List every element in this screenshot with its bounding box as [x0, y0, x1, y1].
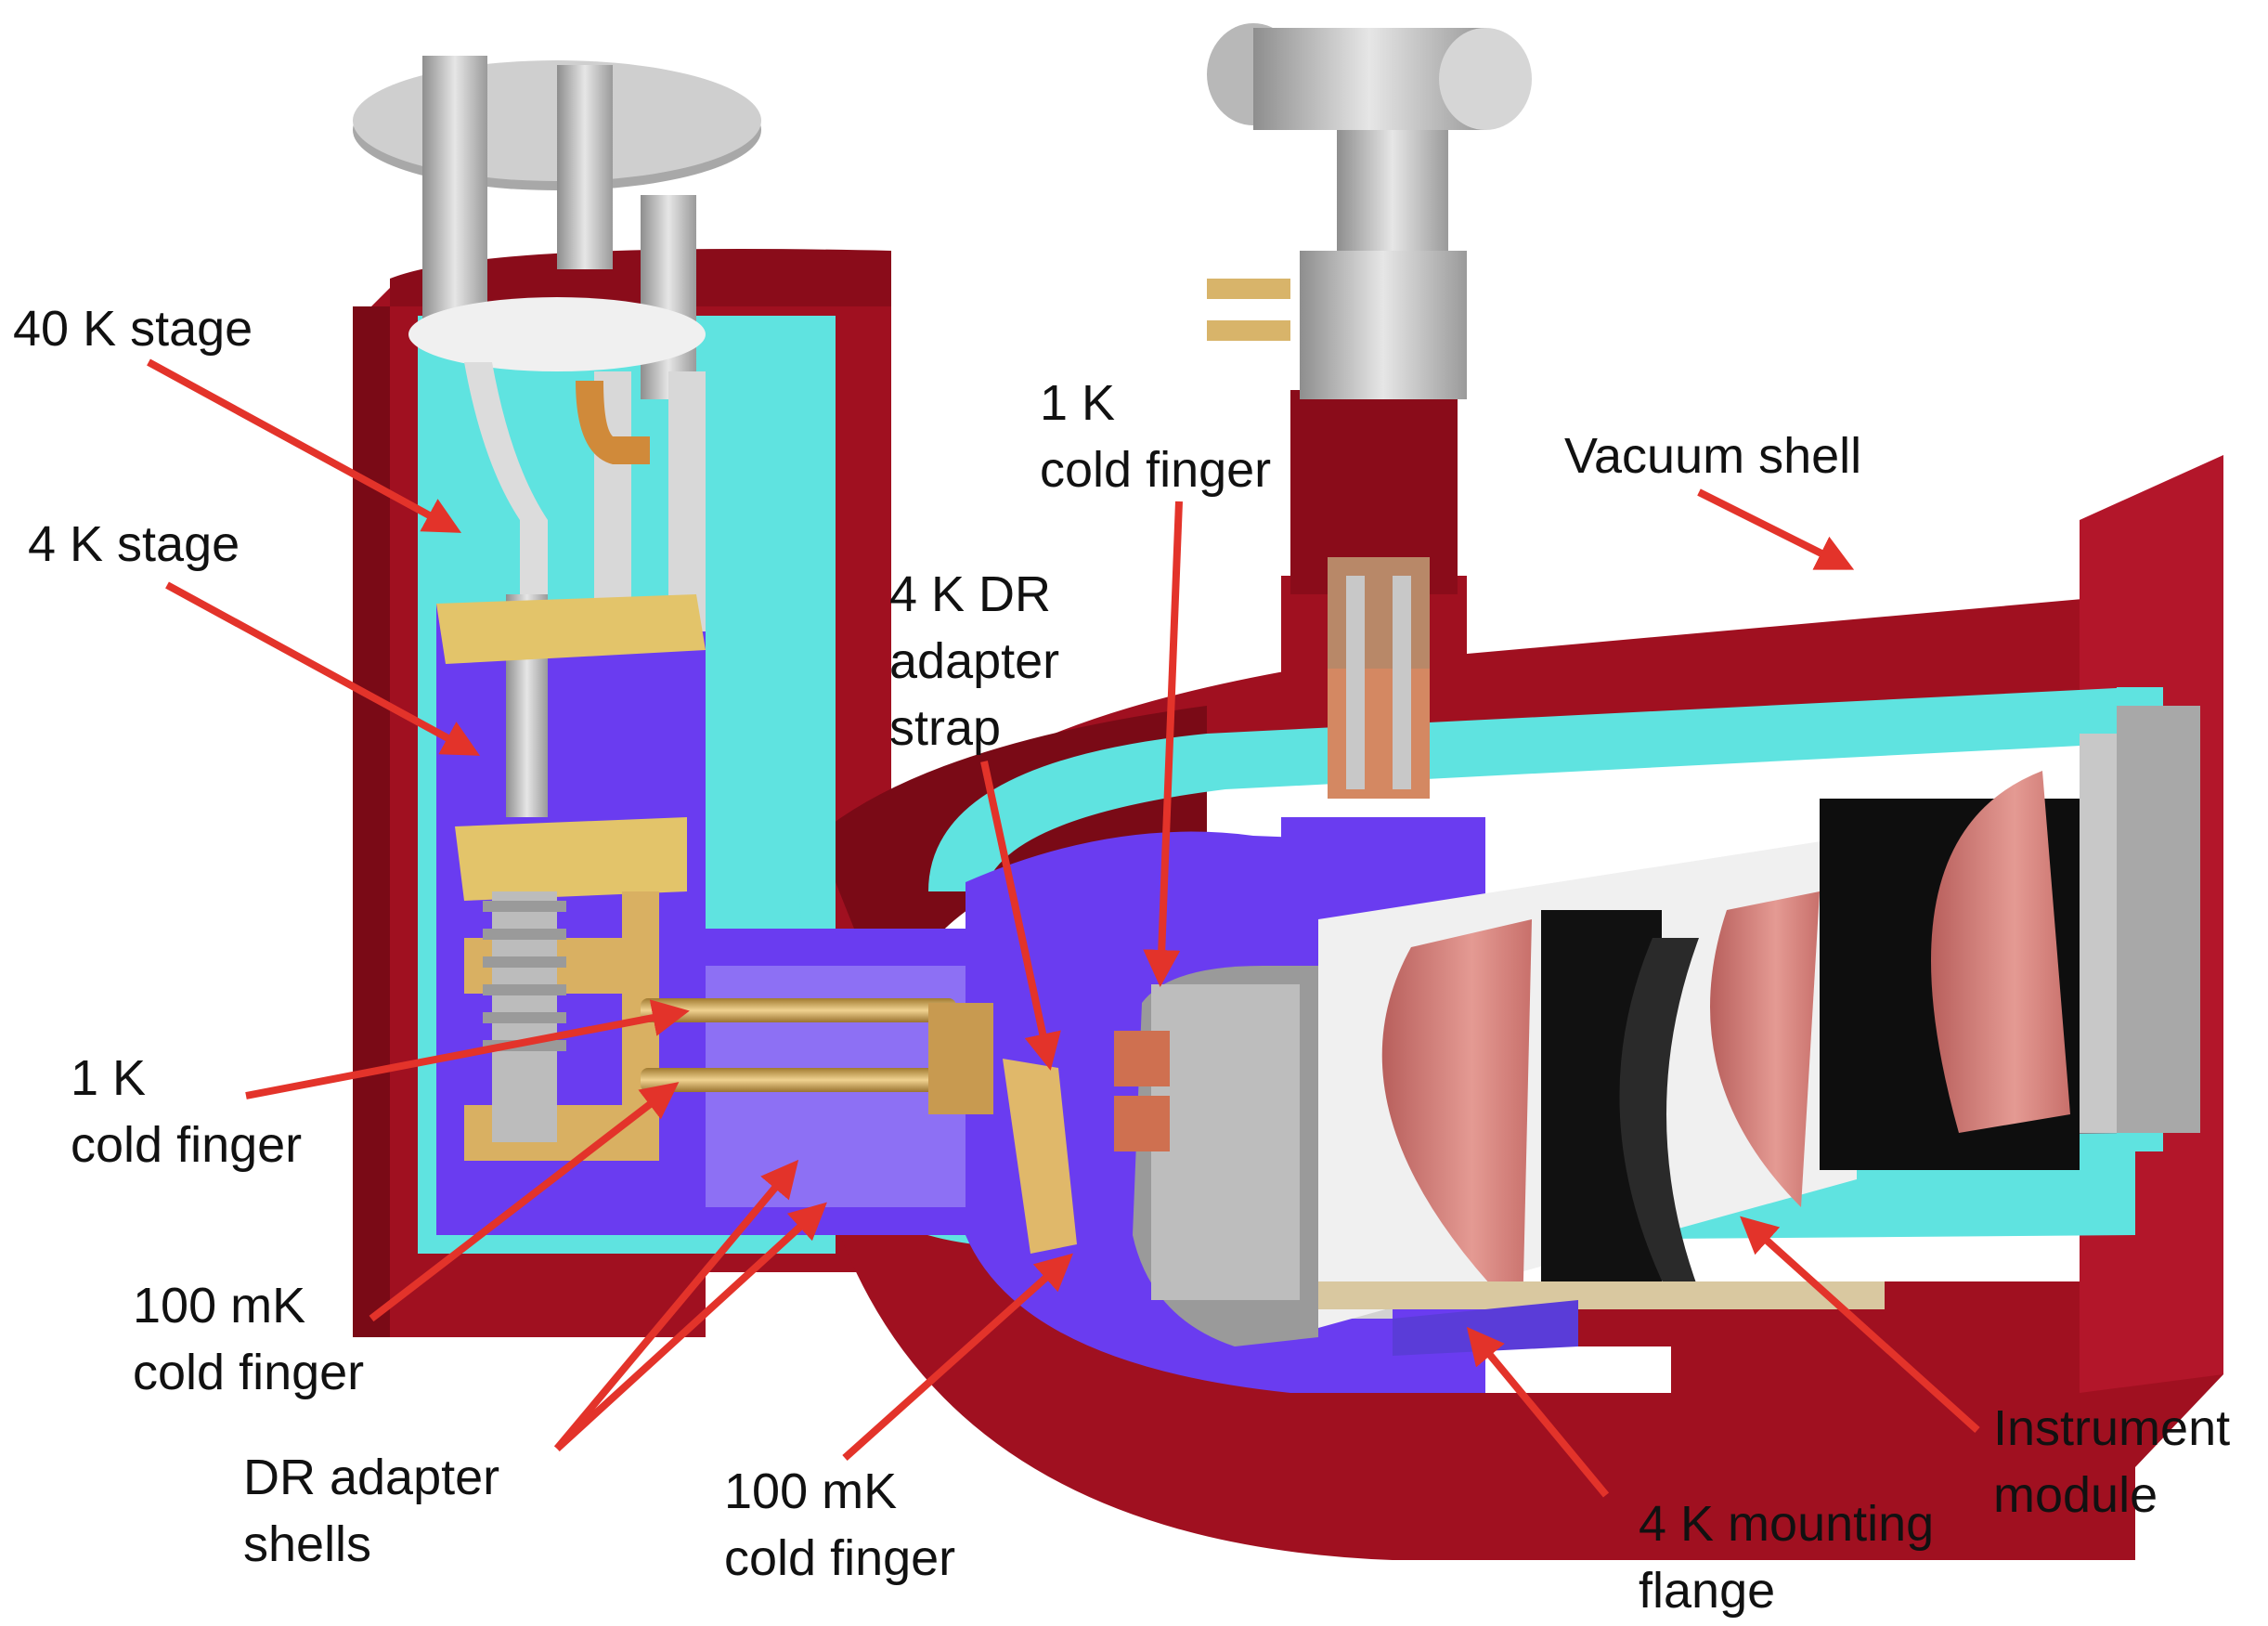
- arrow-vacuum-shell: [1697, 488, 1855, 570]
- arrow-1k-finger-left: [245, 999, 690, 1099]
- label-flange-line-2: flange: [1639, 1563, 1776, 1619]
- label-100mk-cold-finger-bottom: 100 mK cold finger: [724, 1458, 955, 1592]
- label-1k-top-line-2: cold finger: [1040, 442, 1272, 498]
- label-strap-line-2: adapter: [889, 633, 1060, 689]
- label-vacuum-shell: Vacuum shell: [1564, 423, 1861, 489]
- label-4k-stage: 4 K stage: [28, 511, 240, 578]
- label-strap-line-1: 4 K DR: [889, 566, 1052, 622]
- label-100mk-cold-finger-left: 100 mK cold finger: [133, 1272, 364, 1406]
- label-1k-line-1: 1 K: [71, 1050, 147, 1106]
- arrow-1k-finger-top: [1143, 501, 1183, 987]
- cold-finger-rods: [641, 998, 1077, 1254]
- arrow-instrument-module: [1740, 1216, 1980, 1433]
- label-dr-shells-line-1: DR adapter: [243, 1450, 500, 1505]
- cryocooler-head: [1207, 23, 1532, 799]
- label-strap-line-3: strap: [889, 700, 1002, 756]
- arrow-4k-stage: [165, 581, 481, 756]
- arrow-100mk-finger-left: [369, 1082, 680, 1322]
- label-4k-stage-text: 4 K stage: [28, 516, 240, 572]
- label-1k-line-2: cold finger: [71, 1117, 303, 1173]
- label-1k-top-line-1: 1 K: [1040, 375, 1116, 431]
- label-100mk-left-line-1: 100 mK: [133, 1278, 306, 1333]
- label-1k-cold-finger-top: 1 K cold finger: [1040, 370, 1271, 503]
- label-100mk-left-line-2: cold finger: [133, 1345, 365, 1400]
- arrow-100mk-finger-bottom: [842, 1253, 1073, 1461]
- label-100mk-bottom-line-2: cold finger: [724, 1530, 956, 1586]
- label-1k-cold-finger-left: 1 K cold finger: [71, 1045, 302, 1178]
- label-40k-stage-text: 40 K stage: [13, 301, 253, 357]
- label-100mk-bottom-line-1: 100 mK: [724, 1463, 898, 1519]
- label-flange-line-1: 4 K mounting: [1639, 1496, 1935, 1552]
- label-instrument-line-1: Instrument: [1993, 1400, 2231, 1456]
- arrow-dr-shell-2: [554, 1202, 827, 1451]
- arrow-dr-shell-1: [553, 1159, 799, 1451]
- label-4k-dr-adapter-strap: 4 K DR adapter strap: [889, 561, 1059, 761]
- label-dr-shells-line-2: shells: [243, 1516, 372, 1572]
- arrow-mounting-flange: [1466, 1326, 1610, 1498]
- annotation-arrows: [147, 358, 1980, 1498]
- top-plate-assembly: [353, 56, 761, 817]
- label-40k-stage: 40 K stage: [13, 295, 253, 362]
- instrument-module: [1318, 706, 2200, 1356]
- label-dr-adapter-shells: DR adapter shells: [243, 1444, 499, 1578]
- label-vacuum-shell-text: Vacuum shell: [1564, 428, 1862, 484]
- label-instrument-line-2: module: [1993, 1467, 2158, 1523]
- arrow-40k-stage: [147, 358, 462, 533]
- label-instrument-module: Instrument module: [1993, 1395, 2230, 1528]
- arrow-dr-strap: [980, 761, 1061, 1071]
- label-4k-mounting-flange: 4 K mounting flange: [1639, 1490, 1934, 1624]
